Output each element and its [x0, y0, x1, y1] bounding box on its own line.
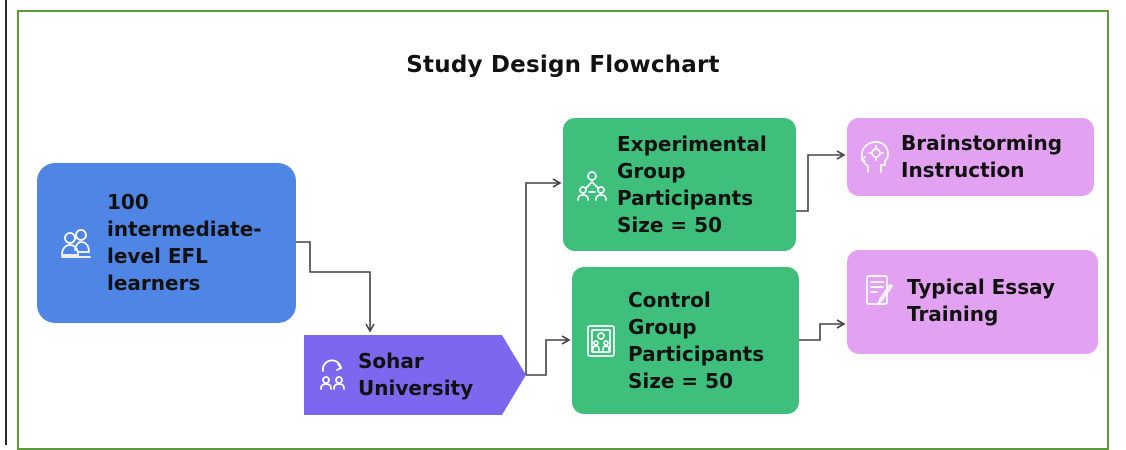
- node-sohar-university: Sohar University: [304, 335, 526, 415]
- connector-sohar-to-control: [526, 335, 571, 376]
- people-group-icon: [59, 226, 93, 260]
- framed-people-icon: [586, 324, 616, 358]
- left-rule: [5, 0, 7, 445]
- connector-learners-to-sohar: [296, 241, 375, 333]
- connector-sohar-to-experimental: [525, 178, 562, 375]
- podium-people-icon: [577, 168, 607, 202]
- experimental-label: Experimental Group Participants Size = 5…: [617, 131, 767, 237]
- learners-label: 100 intermediate- level EFL learners: [107, 190, 262, 295]
- head-gear-icon: [859, 140, 891, 174]
- sohar-arrow-shape: [304, 335, 526, 415]
- node-brainstorming-instruction: Brainstorming Instruction: [847, 118, 1094, 196]
- connector-control-to-essay: [799, 319, 846, 341]
- people-exchange-icon: [318, 359, 348, 391]
- control-label: Control Group Participants Size = 50: [628, 287, 765, 393]
- sohar-label: Sohar University: [358, 349, 474, 400]
- essay-label: Typical Essay Training: [907, 275, 1056, 326]
- diagram-title: Study Design Flowchart: [406, 52, 720, 78]
- node-typical-essay-training: Typical Essay Training: [847, 250, 1098, 354]
- node-control-group: Control Group Participants Size = 50: [572, 267, 799, 414]
- document-pen-icon: [865, 274, 895, 308]
- connector-experimental-to-brainstorming: [796, 150, 846, 212]
- brainstorming-label: Brainstorming Instruction: [901, 131, 1063, 182]
- node-learners: 100 intermediate- level EFL learners: [37, 163, 296, 323]
- node-experimental-group: Experimental Group Participants Size = 5…: [563, 118, 796, 251]
